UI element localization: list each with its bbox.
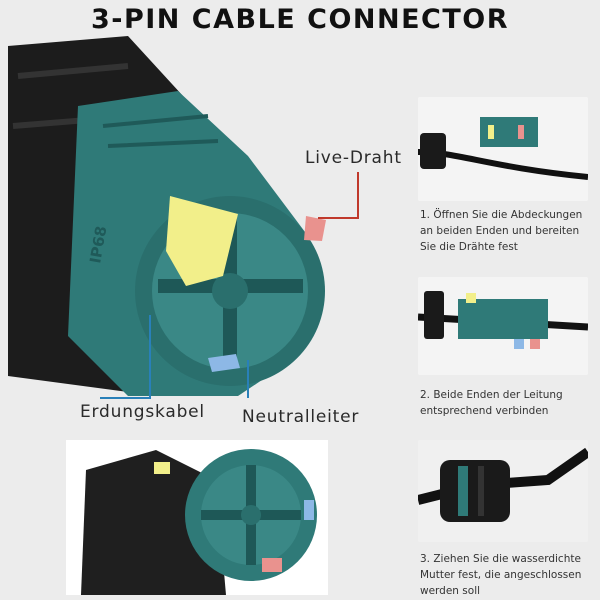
connector-main-photo: IP68 [8, 36, 326, 396]
step-2-photo [418, 277, 588, 375]
step-1-text: 1. Öffnen Sie die Abdeckungen an beiden … [420, 209, 583, 253]
connector-inset-photo [66, 440, 328, 595]
step-2-text: 2. Beide Enden der Leitung entsprechend … [420, 389, 563, 417]
live-wire-label: Live-Draht [305, 148, 402, 168]
step-3-text: 3. Ziehen Sie die wasserdichte Mutter fe… [420, 553, 582, 597]
page-title: 3-PIN CABLE CONNECTOR [90, 4, 510, 35]
live-wire-pin [304, 216, 326, 241]
step-3-photo [418, 440, 588, 542]
step-1-photo [418, 97, 588, 201]
neutral-wire-label: Neutralleiter [242, 407, 360, 427]
earth-wire-pin [166, 196, 238, 286]
earth-wire-label: Erdungskabel [80, 402, 205, 422]
neutral-wire-pin [208, 354, 240, 372]
